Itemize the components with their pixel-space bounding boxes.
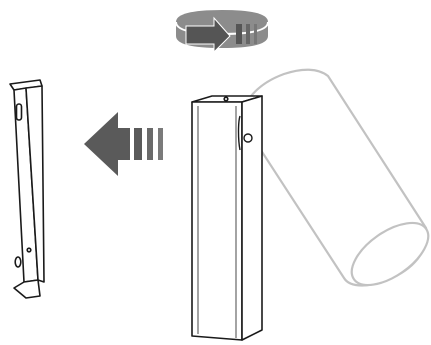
rotate-arrow-icon <box>175 10 269 54</box>
lamp-head-opening <box>350 221 430 287</box>
bracket-pin <box>26 247 32 253</box>
lamp-body-screw <box>223 96 229 102</box>
lamp-body <box>191 95 263 341</box>
lamp-head <box>234 68 430 287</box>
mounting-bracket <box>9 79 45 299</box>
bracket-slot-top <box>15 103 23 121</box>
move-left-arrow-icon <box>84 112 163 176</box>
bracket-hole-bottom <box>14 256 22 268</box>
lamp-joint <box>237 115 253 151</box>
